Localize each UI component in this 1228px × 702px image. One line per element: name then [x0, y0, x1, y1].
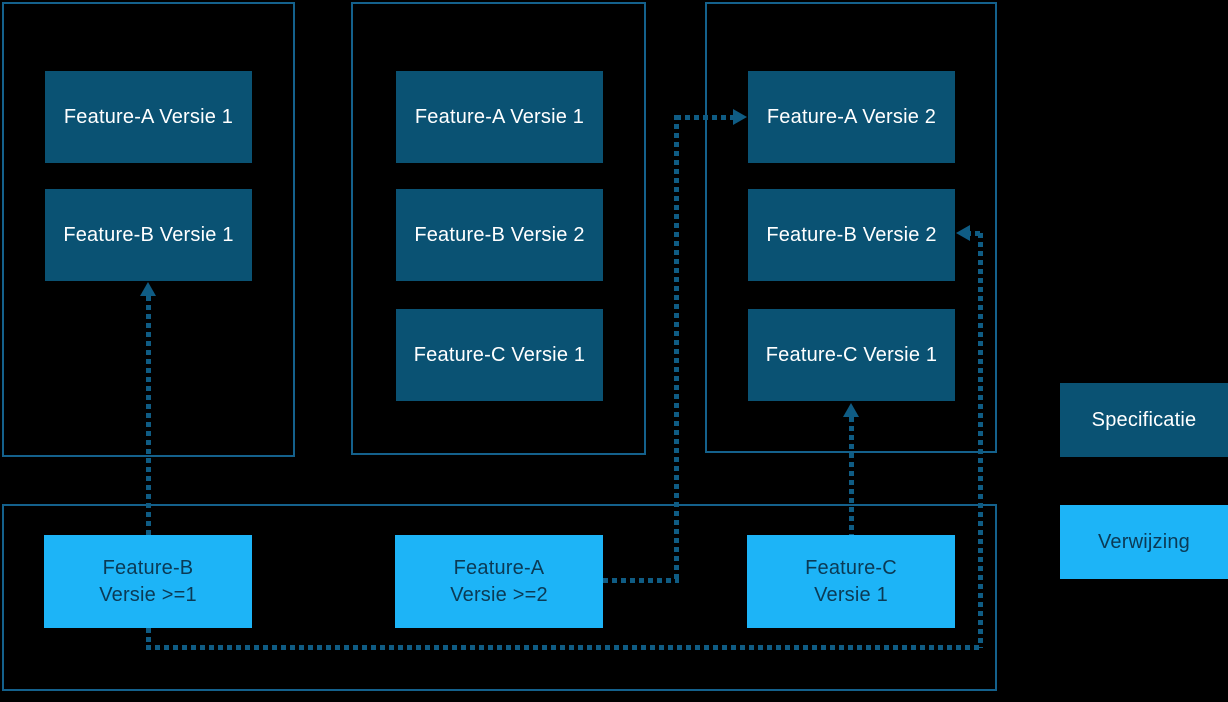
ref-box-feature-a: Feature-A Versie >=2	[395, 535, 603, 628]
arrow-feature-b-to-right-segment-down	[146, 628, 151, 650]
legend-reference: Verwijzing	[1060, 505, 1228, 579]
spec-box-left-feature-b-v1: Feature-B Versie 1	[45, 189, 252, 281]
specification-container-middle	[351, 2, 646, 455]
ref-box-feature-a-line1: Feature-A	[453, 556, 545, 579]
ref-box-feature-b-line1: Feature-B	[102, 556, 194, 579]
reference-container-bottom	[2, 504, 997, 691]
arrow-feature-b-to-left-segment	[146, 296, 151, 535]
ref-box-feature-b: Feature-B Versie >=1	[44, 535, 252, 628]
ref-box-feature-a-line2: Versie >=2	[450, 583, 548, 606]
spec-box-right-feature-a-v2: Feature-A Versie 2	[748, 71, 955, 163]
ref-box-feature-c-line1: Feature-C	[805, 556, 897, 579]
arrow-feature-b-to-right-segment-up	[978, 233, 983, 648]
arrowhead-feature-b-to-right-icon	[956, 225, 970, 241]
arrow-feature-b-to-right-segment-across	[146, 645, 983, 650]
arrow-feature-b-to-right-segment-in	[966, 231, 982, 236]
legend-specification: Specificatie	[1060, 383, 1228, 457]
ref-box-feature-b-line2: Versie >=1	[99, 583, 197, 606]
ref-box-feature-c: Feature-C Versie 1	[747, 535, 955, 628]
arrow-feature-a-segment-in	[676, 115, 733, 120]
spec-box-right-feature-c-v1: Feature-C Versie 1	[748, 309, 955, 401]
arrowhead-feature-a-icon	[733, 109, 747, 125]
arrowhead-feature-b-to-left-icon	[140, 282, 156, 296]
spec-box-middle-feature-b-v2: Feature-B Versie 2	[396, 189, 603, 281]
arrow-feature-a-segment-out	[603, 578, 679, 583]
arrow-feature-c-segment	[849, 417, 854, 535]
spec-box-middle-feature-a-v1: Feature-A Versie 1	[396, 71, 603, 163]
spec-box-right-feature-b-v2: Feature-B Versie 2	[748, 189, 955, 281]
arrowhead-feature-c-icon	[843, 403, 859, 417]
spec-box-middle-feature-c-v1: Feature-C Versie 1	[396, 309, 603, 401]
arrow-feature-a-segment-up	[674, 115, 679, 581]
ref-box-feature-c-line2: Versie 1	[814, 583, 888, 606]
spec-box-left-feature-a-v1: Feature-A Versie 1	[45, 71, 252, 163]
